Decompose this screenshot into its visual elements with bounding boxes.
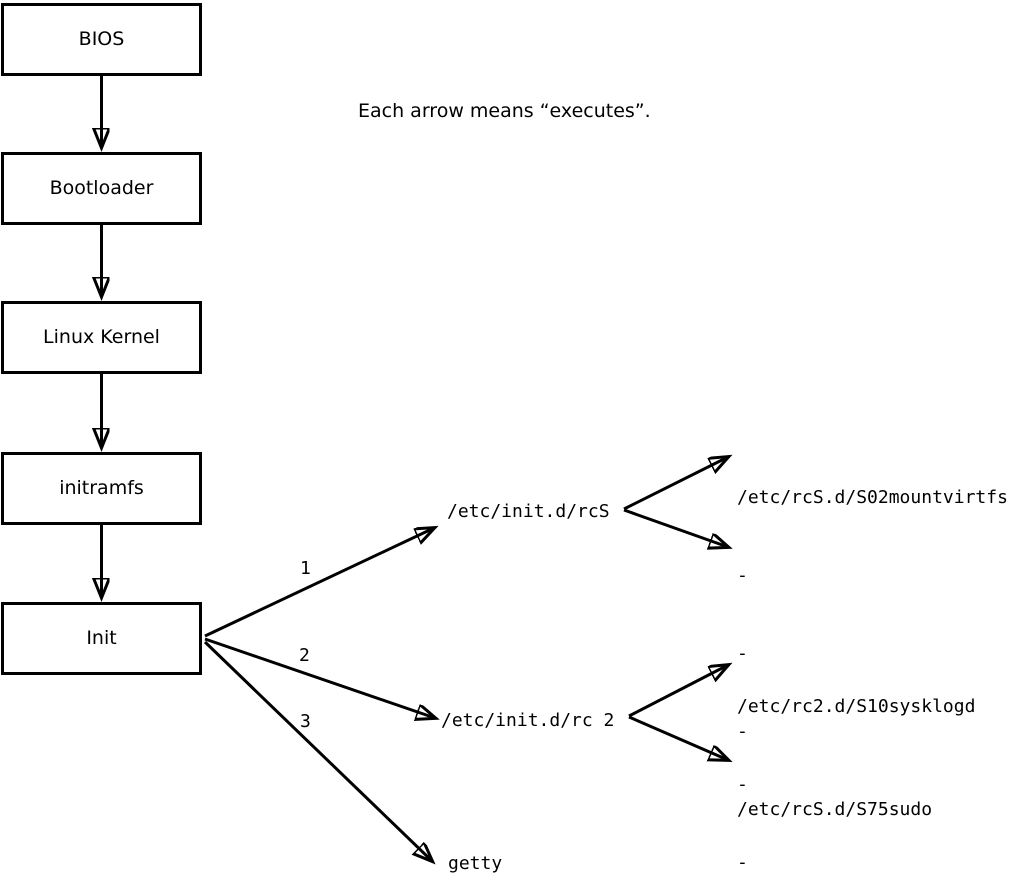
branch-number-2: 2 [299, 645, 310, 666]
arrow-rcs-to-s75sudo [623, 508, 728, 547]
arrow-rcs-to-s02mountvirtfs [623, 457, 728, 511]
arrow-rc2-to-s99gdm [628, 715, 728, 760]
rcs-script-list: /etc/rcS.d/S02mountvirtfs - - - /etc/rcS… [737, 433, 1008, 875]
branch-number-1: 1 [300, 558, 311, 579]
node-init-label: Init [86, 627, 117, 649]
ellipsis-dash: - [737, 565, 748, 586]
node-bios-label: BIOS [78, 28, 125, 50]
ellipsis-dash: - [737, 774, 748, 795]
ellipsis-dash: - [737, 643, 748, 664]
arrow-legend-note: Each arrow means “executes”. [358, 100, 651, 122]
node-bios: BIOS [1, 3, 202, 76]
node-init: Init [1, 602, 202, 675]
ellipsis-dash: - [737, 721, 748, 742]
node-initramfs: initramfs [1, 452, 202, 525]
script-item-s02mountvirtfs: /etc/rcS.d/S02mountvirtfs [737, 487, 1008, 508]
node-bootloader-label: Bootloader [49, 177, 154, 199]
node-linux-kernel-label: Linux Kernel [43, 326, 160, 348]
arrow-rc2-to-s10sysklogd [628, 665, 728, 718]
arrow-init-to-rcs [204, 528, 434, 638]
arrow-init-to-rc2 [204, 637, 435, 718]
rc2-script-list: /etc/rc2.d/S10sysklogd - - - /etc/rc2.d/… [737, 642, 975, 875]
branch-number-3: 3 [300, 711, 311, 732]
ellipsis-dash: - [737, 852, 748, 873]
script-item-s75sudo: /etc/rcS.d/S75sudo [737, 799, 933, 820]
node-linux-kernel: Linux Kernel [1, 301, 202, 374]
node-bootloader: Bootloader [1, 152, 202, 225]
script-item-s10sysklogd: /etc/rc2.d/S10sysklogd [737, 696, 976, 717]
target-rc2: /etc/init.d/rc 2 [441, 710, 615, 731]
target-getty: getty [448, 853, 503, 874]
node-initramfs-label: initramfs [59, 477, 144, 499]
target-rcs: /etc/init.d/rcS [447, 501, 610, 522]
arrow-init-to-getty [203, 640, 432, 861]
